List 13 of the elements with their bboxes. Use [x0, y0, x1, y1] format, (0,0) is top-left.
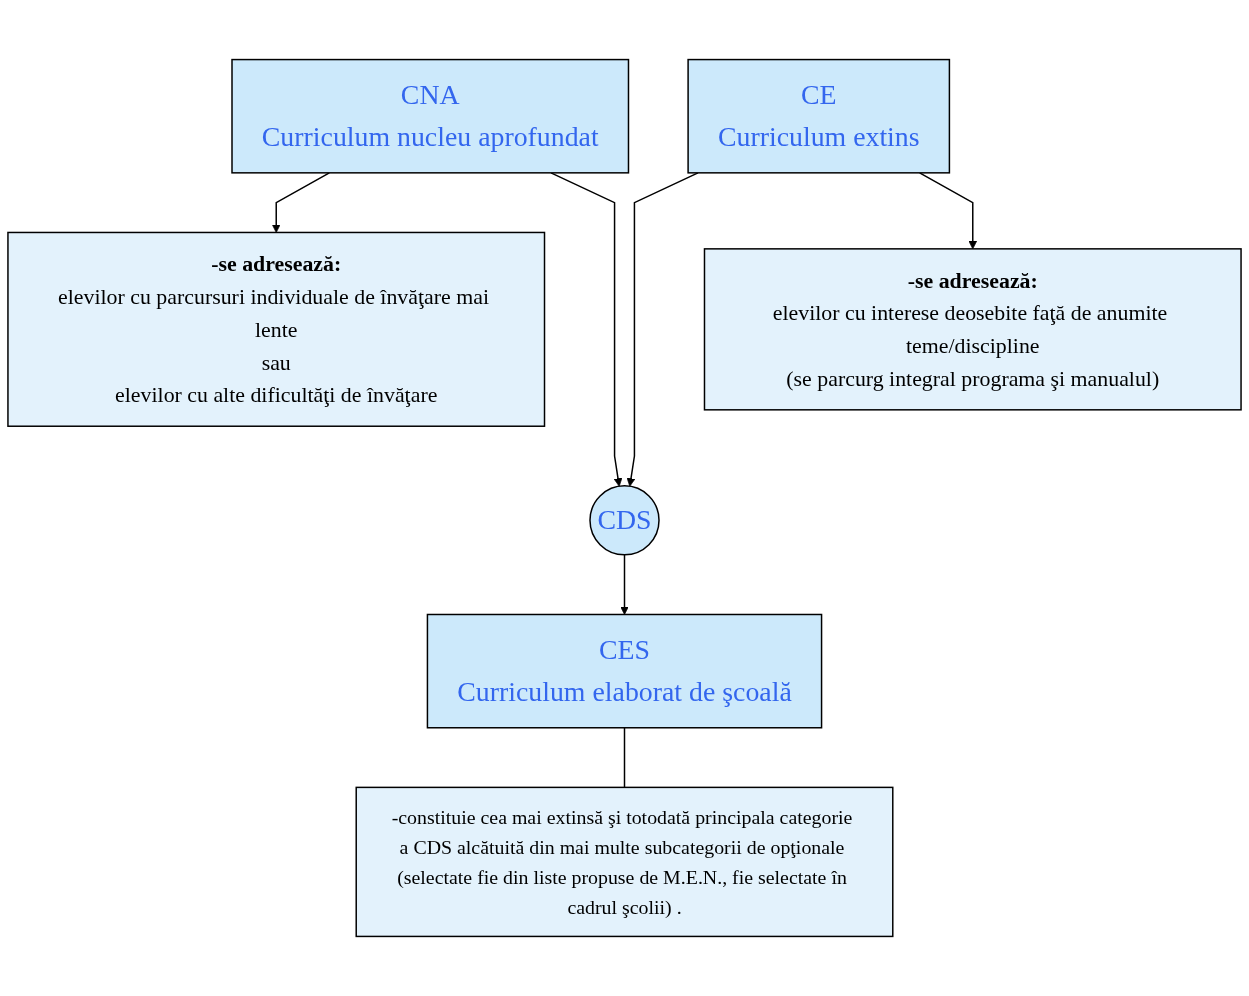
node-circle: CDS [589, 485, 660, 556]
node-box: CNA Curriculum nucleu aprofundat [231, 58, 630, 174]
arrow [626, 172, 699, 487]
arrow [918, 172, 978, 250]
node-box: -se adresează: elevilor cu parcursuri individuale de învăţare mai lente sau elevilor cu alte dificultăţi de învăţare [7, 231, 546, 427]
node-box: CE Curriculum extins [687, 58, 951, 174]
arrow [550, 172, 623, 487]
node-box: CES Curriculum elaborat de şcoală [426, 613, 823, 729]
node-box: -constituie cea mai extinsă şi totodată principala categorie a CDS alcătuită din mai multe subcategorii de opţionale (selectate fie din liste propuse de M.E.N., fie selectate în cadrul şcolii) . [355, 786, 894, 938]
arrow [620, 554, 629, 615]
connector [623, 727, 626, 789]
node-box: -se adresează: elevilor cu interese deosebite faţă de anumite teme/discipline (se parcurg integral programa şi manualul) [703, 248, 1242, 411]
arrow [271, 172, 331, 233]
